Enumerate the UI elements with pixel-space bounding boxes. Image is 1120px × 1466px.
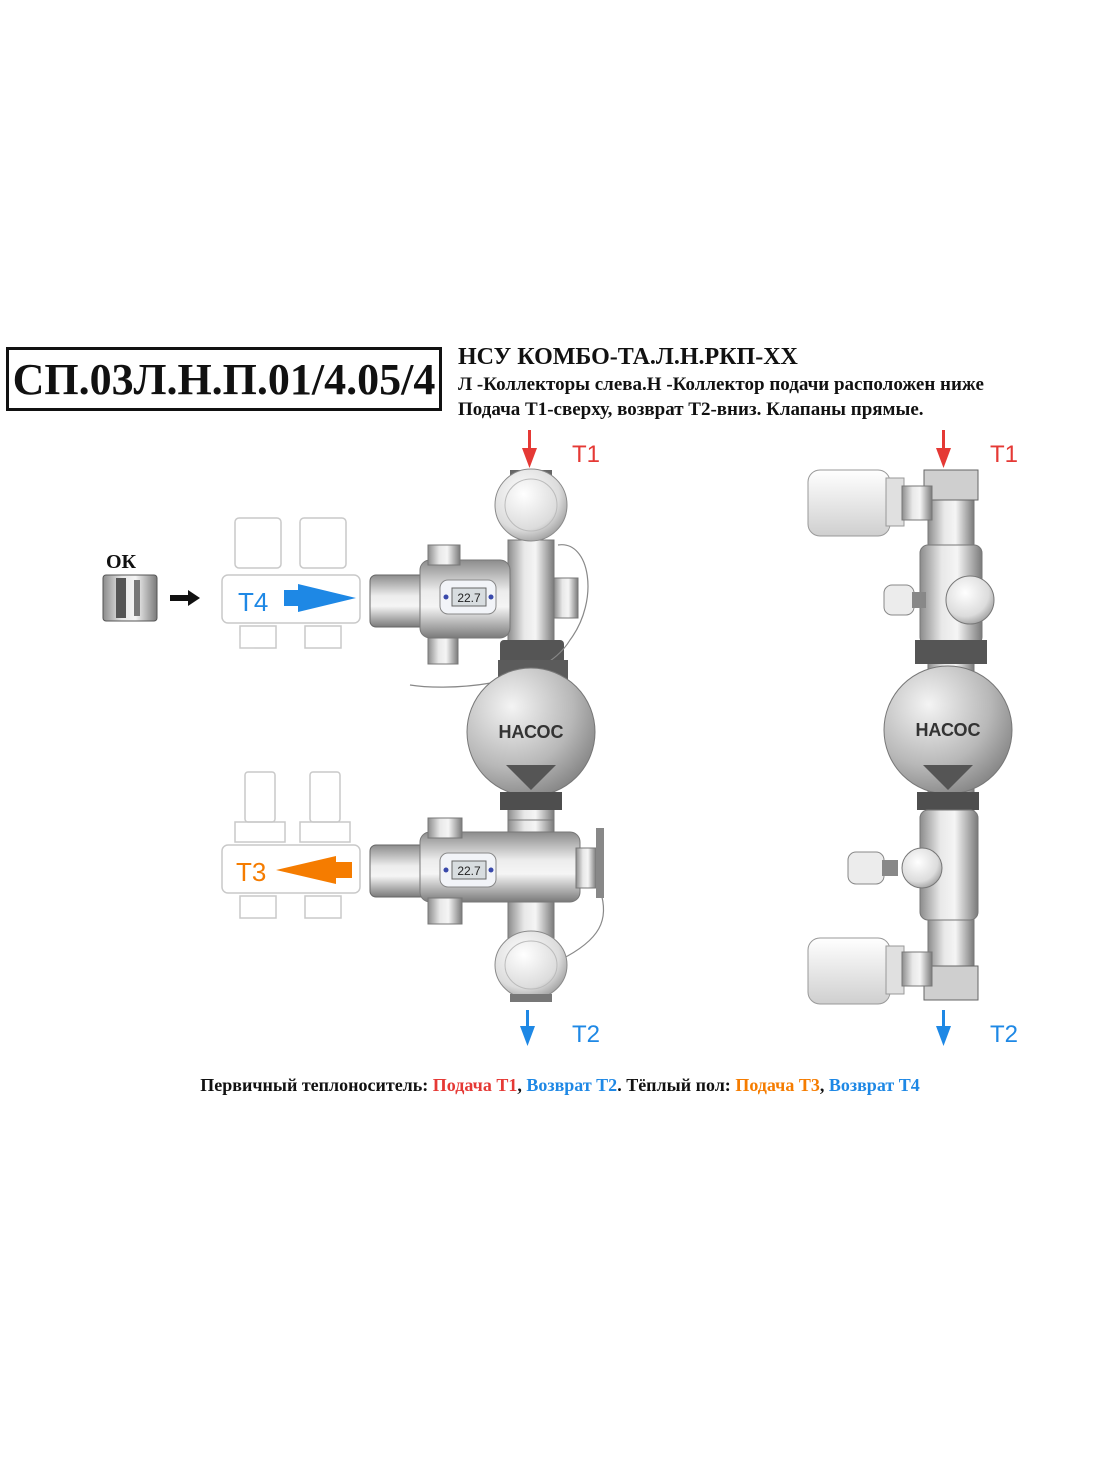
left-t1-arrow xyxy=(522,430,537,468)
t4-label: T4 xyxy=(238,587,268,617)
left-pump-label: НАСОС xyxy=(498,722,563,742)
ok-arrow xyxy=(170,590,200,606)
title-line-3: Подача Т1-сверху, возврат Т2-вниз. Клапа… xyxy=(458,399,924,420)
upper-sensor-wire xyxy=(409,544,589,688)
right-t1-label: T1 xyxy=(990,441,1018,468)
product-code: СП.03Л.Н.П.01/4.05/4 xyxy=(12,354,436,404)
title-line-1: НСУ КОМБО-ТА.Л.Н.РКП-XX xyxy=(458,344,798,370)
right-t1-arrow xyxy=(936,430,951,468)
left-bottom-valve xyxy=(494,930,568,1002)
right-bottom-thermo-head xyxy=(807,937,933,1005)
t3-label: T3 xyxy=(236,857,266,887)
title-line-2: Л -Коллекторы слева.Н -Коллектор подачи … xyxy=(458,374,984,395)
caption-sep-2: , xyxy=(819,1075,829,1095)
right-upper-body xyxy=(883,544,995,664)
right-top-nut xyxy=(923,469,979,501)
legend-caption: Первичный теплоноситель: Подача Т1, Возв… xyxy=(0,1075,1120,1096)
right-pump-label: НАСОС xyxy=(915,720,980,740)
caption-supply-t3: Подача Т3 xyxy=(735,1075,820,1095)
caption-return-t4: Возврат Т4 xyxy=(828,1075,920,1095)
left-t2-arrow xyxy=(520,1010,535,1046)
left-t2-label: T2 xyxy=(572,1021,600,1048)
manifold-return-faded xyxy=(221,771,361,919)
lower-sensor-wire xyxy=(559,889,605,961)
right-t2-label: T2 xyxy=(990,1021,1018,1048)
lower-display-value: 22.7 xyxy=(457,864,481,878)
t4-arrow xyxy=(284,584,356,612)
left-top-valve xyxy=(494,468,568,542)
lower-thermometer: 22.7 xyxy=(439,852,497,888)
left-pump: НАСОС xyxy=(466,660,596,810)
caption-sep-1: , xyxy=(517,1075,527,1095)
ok-adapter xyxy=(102,574,158,622)
right-top-thermo-head xyxy=(807,469,933,537)
ok-label: ОК xyxy=(106,551,137,573)
caption-mid: . Тёплый пол: xyxy=(617,1075,736,1095)
upper-display-value: 22.7 xyxy=(457,591,481,605)
right-lower-body xyxy=(847,809,979,921)
left-t1-label: T1 xyxy=(572,441,600,468)
t3-arrow xyxy=(276,856,352,884)
caption-return-t2: Возврат Т2 xyxy=(526,1075,618,1095)
manifold-supply-faded xyxy=(221,517,361,649)
right-t2-arrow xyxy=(936,1010,951,1046)
caption-prefix: Первичный теплоноситель: xyxy=(200,1075,433,1095)
product-code-box: СП.03Л.Н.П.01/4.05/4 xyxy=(6,347,442,411)
upper-thermometer: 22.7 xyxy=(439,579,497,615)
right-pump: НАСОС xyxy=(883,665,1013,810)
caption-supply-t1: Подача Т1 xyxy=(432,1075,518,1095)
